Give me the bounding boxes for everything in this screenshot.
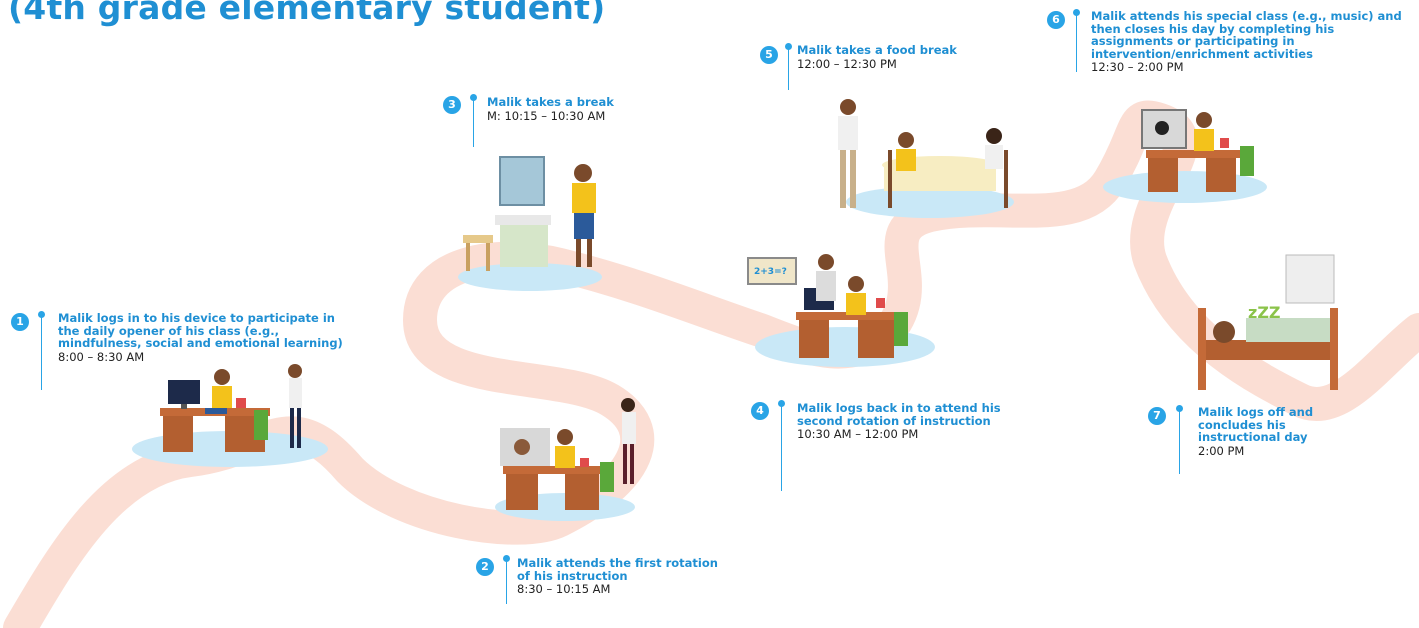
page-title: (4th grade elementary student) — [8, 0, 606, 27]
step-6-label: Malik attends his special class (e.g., m… — [1091, 10, 1403, 74]
step-7-description: Malik logs off and concludes his instruc… — [1198, 405, 1314, 444]
pin-icon — [1176, 405, 1183, 412]
step-6-time: 12:30 – 2:00 PM — [1091, 60, 1184, 74]
scene-desk-login — [160, 364, 302, 452]
step-2-time: 8:30 – 10:15 AM — [517, 582, 611, 596]
scene-break — [463, 156, 596, 271]
pin-icon — [785, 43, 792, 50]
step-5-description: Malik takes a food break — [797, 43, 957, 57]
step-4-time: 10:30 AM – 12:00 PM — [797, 427, 919, 441]
step-1-time: 8:00 – 8:30 AM — [58, 349, 145, 364]
step-4-description: Malik logs back in to attend his second … — [797, 401, 1001, 428]
step-2-label: Malik attends the first rotation of his … — [517, 557, 733, 596]
step-2-description: Malik attends the first rotation of his … — [517, 556, 718, 583]
step-5-label: Malik takes a food break 12:00 – 12:30 P… — [797, 44, 967, 70]
step-3-description: Malik takes a break — [487, 95, 614, 109]
step-6-description: Malik attends his special class (e.g., m… — [1091, 9, 1402, 61]
step-1-badge: 1 — [11, 313, 29, 331]
scene-logs-off: zZZ — [1198, 254, 1338, 390]
step-3-label: Malik takes a break M: 10:15 – 10:30 AM — [487, 96, 647, 122]
pin-line — [473, 99, 475, 147]
step-4-label: Malik logs back in to attend his second … — [797, 402, 1007, 441]
scene-special-class — [1141, 109, 1254, 192]
pin-icon — [1073, 9, 1080, 16]
step-3-time: M: 10:15 – 10:30 AM — [487, 108, 606, 123]
pin-line — [1179, 410, 1181, 474]
pin-icon — [38, 311, 45, 318]
pin-line — [506, 560, 508, 604]
pin-line — [781, 405, 783, 491]
pin-icon — [778, 400, 785, 407]
scene-first-rotation — [500, 398, 636, 510]
step-3-badge: 3 — [443, 96, 461, 114]
pin-line — [788, 48, 790, 90]
step-5-time: 12:00 – 12:30 PM — [797, 56, 897, 71]
sleep-zzz-text: zZZ — [1248, 303, 1281, 322]
step-5-badge: 5 — [760, 46, 778, 64]
step-1-description: Malik logs in to his device to participa… — [58, 311, 343, 350]
step-7-time: 2:00 PM — [1198, 443, 1245, 458]
step-7-label: Malik logs off and concludes his instruc… — [1198, 406, 1338, 457]
ground-blob-3 — [458, 263, 602, 291]
step-2-badge: 2 — [476, 558, 494, 576]
step-1-label: Malik logs in to his device to participa… — [58, 312, 358, 363]
scene-food-break — [838, 99, 1008, 208]
step-6-badge: 6 — [1047, 11, 1065, 29]
scene-second-rotation: 2+3=? — [747, 254, 908, 358]
pin-line — [41, 316, 43, 390]
pin-icon — [470, 94, 477, 101]
pin-line — [1076, 14, 1078, 72]
math-screen-text: 2+3=? — [754, 267, 787, 277]
pin-icon — [503, 555, 510, 562]
step-7-badge: 7 — [1148, 407, 1166, 425]
step-4-badge: 4 — [751, 402, 769, 420]
